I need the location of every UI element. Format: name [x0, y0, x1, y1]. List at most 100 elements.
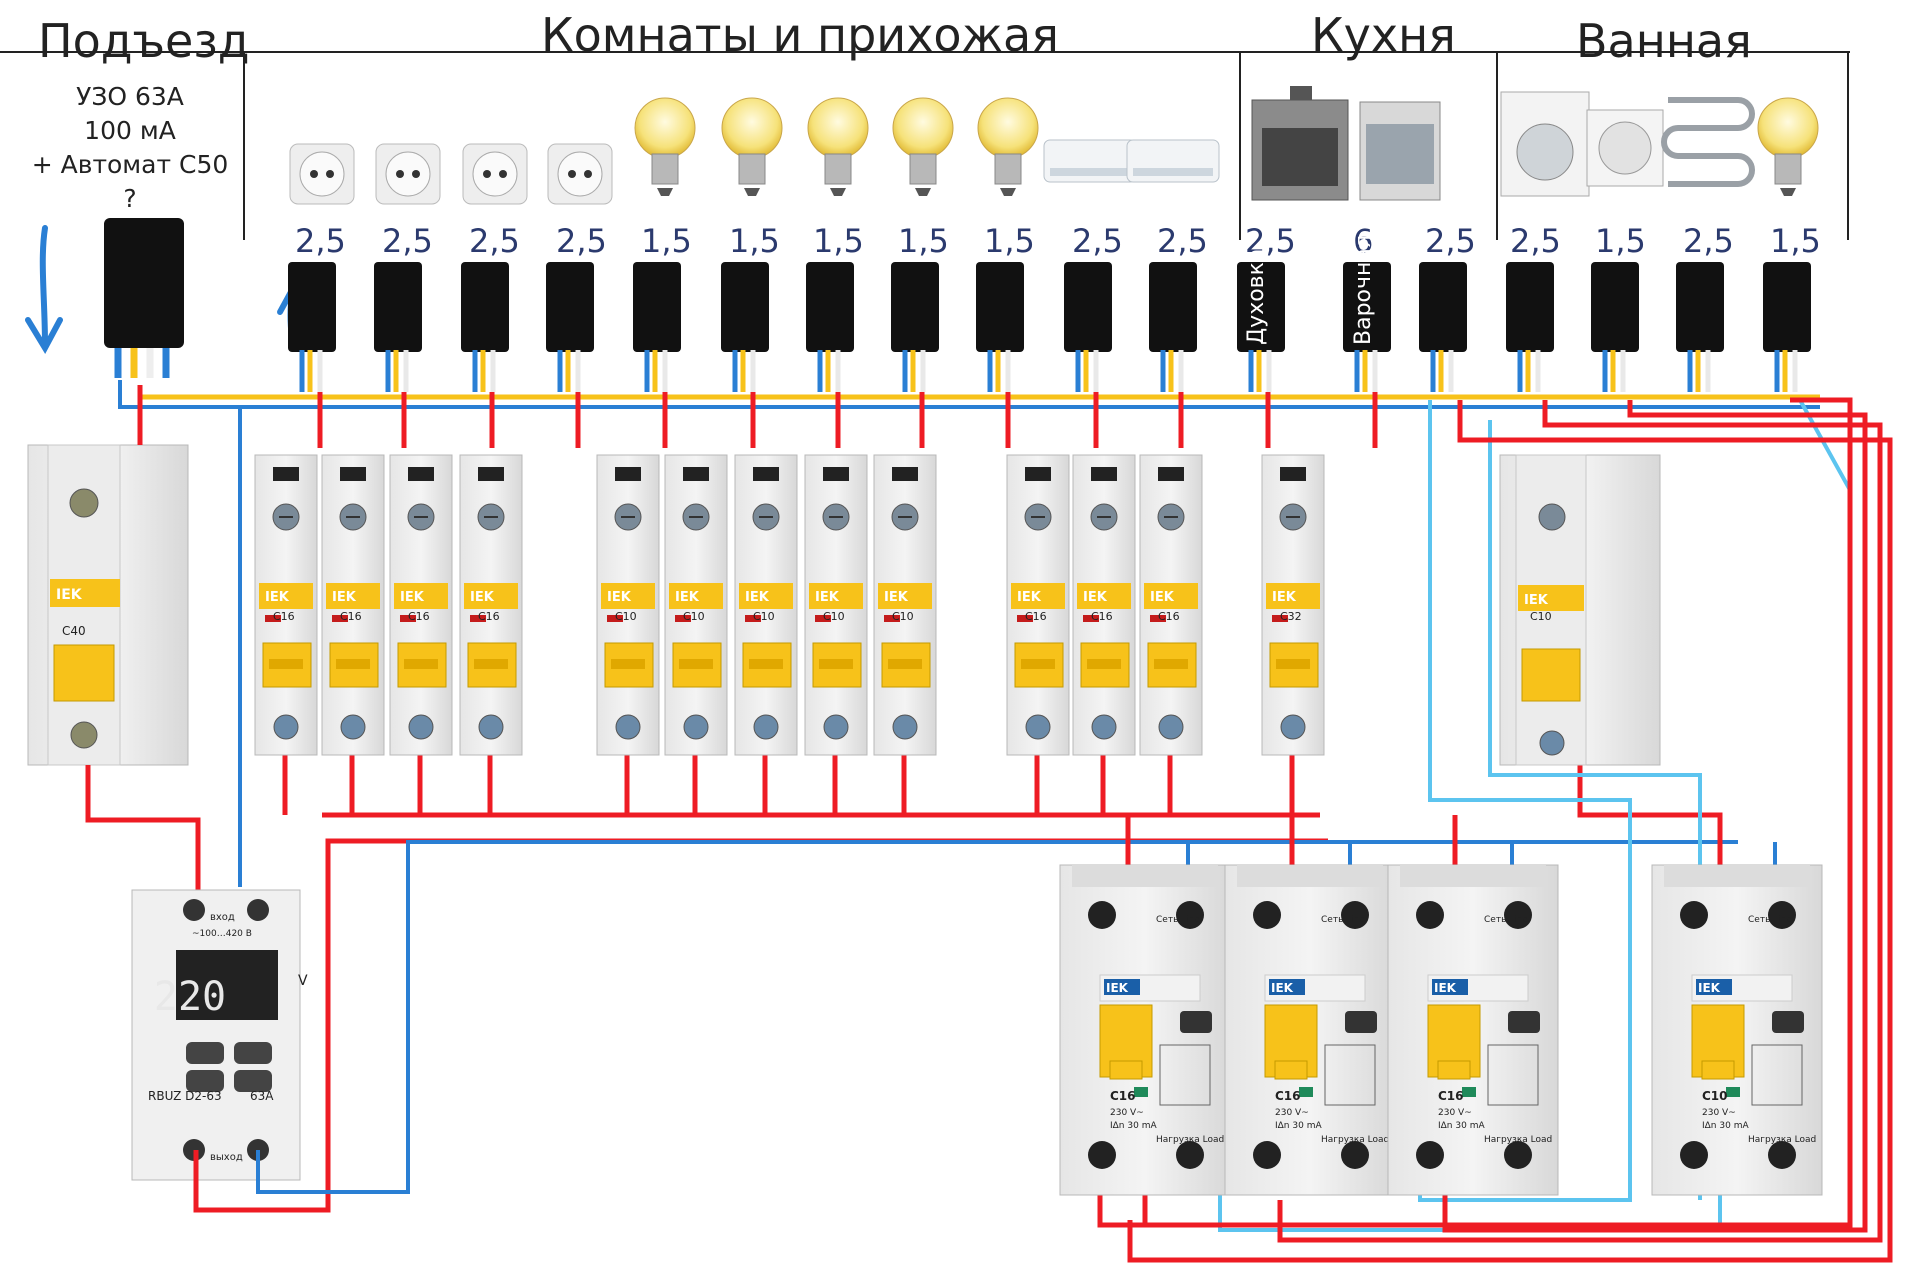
cable-stub: [461, 262, 509, 392]
breaker-rating: C10: [753, 610, 775, 623]
rcbo-voltage: 230 V~: [1438, 1108, 1472, 1118]
rcbo-line-label: Сеть Line: [1156, 915, 1200, 925]
rcbo-rating: C16: [1110, 1089, 1136, 1103]
bath-breaker: IEK: [1499, 454, 1661, 766]
cable-stub: [1343, 262, 1391, 392]
header-bathroom: Ванная: [1576, 14, 1752, 68]
circuit-breaker[interactable]: [1072, 454, 1136, 756]
cable-section-label: 2,5: [1072, 222, 1123, 260]
cable-stub: [721, 262, 769, 392]
input-note-line1: УЗО 63А: [76, 82, 184, 111]
rcbo-line-label: Сеть Line: [1321, 915, 1365, 925]
cable-stub: [1763, 262, 1811, 392]
rcbo-breaker[interactable]: [1651, 864, 1823, 1196]
cable-section-label: 2,5: [556, 222, 607, 260]
main-breaker: IEK C40: [27, 444, 189, 766]
rcbo-breaker[interactable]: [1387, 864, 1559, 1196]
cable-stub: [1237, 262, 1285, 392]
input-note: УЗО 63А 100 мА + Автомат С50 ?: [20, 80, 240, 216]
circuit-breaker[interactable]: [804, 454, 868, 756]
relay-output-label: выход: [210, 1152, 243, 1163]
fan-icon: [1586, 109, 1664, 187]
cable-section-label: 1,5: [898, 222, 949, 260]
cable-section-label: 1,5: [1595, 222, 1646, 260]
breaker-rating: C16: [273, 610, 295, 623]
rcbo-load-label: Нагрузка Load: [1156, 1135, 1224, 1145]
towel-warmer-icon: [1661, 97, 1755, 187]
rcbo-rating: C16: [1438, 1089, 1464, 1103]
dishwasher-icon: [1359, 101, 1441, 201]
circuit-breaker[interactable]: [1006, 454, 1070, 756]
socket-icon: [462, 143, 528, 205]
rcbo-leak: IΔn 30 mA: [1702, 1121, 1749, 1131]
rcbo-breaker[interactable]: [1059, 864, 1231, 1196]
rcbo-leak: IΔn 30 mA: [1438, 1121, 1485, 1131]
cable-stub: [1676, 262, 1724, 392]
bulb-icon: [634, 97, 696, 196]
circuit-breaker[interactable]: [664, 454, 728, 756]
rcbo-rating: C16: [1275, 1089, 1301, 1103]
cable-section-label: 2,5: [1510, 222, 1561, 260]
cable-stub: [1064, 262, 1112, 392]
breaker-rating: C10: [823, 610, 845, 623]
cable-stub: [1506, 262, 1554, 392]
relay-model: RBUZ D2-63: [148, 1089, 222, 1103]
cable-section-label: 1,5: [984, 222, 1035, 260]
circuit-breaker[interactable]: [254, 454, 318, 756]
cable-stub: [374, 262, 422, 392]
cable-stub: [976, 262, 1024, 392]
socket-icon: [289, 143, 355, 205]
breaker-rating: C16: [1158, 610, 1180, 623]
breaker-rating: C16: [340, 610, 362, 623]
cable-section-label: 6: [1353, 222, 1374, 260]
cable-stub: [288, 262, 336, 392]
cable-section-label: 1,5: [729, 222, 780, 260]
voltage-relay: [131, 889, 301, 1181]
rcbo-voltage: 230 V~: [1275, 1108, 1309, 1118]
cable-stub: [546, 262, 594, 392]
input-note-question: ?: [123, 184, 137, 213]
cable-section-label: 2,5: [1683, 222, 1734, 260]
rcbo-load-label: Нагрузка Load: [1321, 1135, 1389, 1145]
incoming-arrow-icon: [25, 225, 63, 355]
cable-label-oven: Духовка: [1244, 248, 1269, 345]
rcbo-voltage: 230 V~: [1110, 1108, 1144, 1118]
svg-text:IEK: IEK: [56, 587, 83, 603]
cable-section-label: 2,5: [469, 222, 520, 260]
breaker-rating: C10: [683, 610, 705, 623]
cable-stub: [1591, 262, 1639, 392]
cable-section-label: 2,5: [1425, 222, 1476, 260]
circuit-breaker[interactable]: [1139, 454, 1203, 756]
rcbo-line-label: Сеть Line: [1484, 915, 1528, 925]
cable-stub: [891, 262, 939, 392]
oven-icon: [1251, 86, 1349, 201]
circuit-breaker[interactable]: [596, 454, 660, 756]
breaker-rating: C10: [892, 610, 914, 623]
rcbo-leak: IΔn 30 mA: [1110, 1121, 1157, 1131]
input-note-line2: 100 мА: [84, 116, 176, 145]
bulb-icon: [1757, 97, 1819, 196]
cable-section-label: 1,5: [813, 222, 864, 260]
cable-section-label: 2,5: [1157, 222, 1208, 260]
relay-current: 63A: [250, 1089, 274, 1103]
circuit-breaker[interactable]: [389, 454, 453, 756]
cable-section-label: 1,5: [1770, 222, 1821, 260]
rcbo-rating: C10: [1702, 1089, 1728, 1103]
circuit-breaker[interactable]: [321, 454, 385, 756]
bath-breaker-rating: C10: [1530, 610, 1552, 623]
circuit-breaker[interactable]: [1261, 454, 1325, 756]
air-conditioner-icon: [1126, 139, 1220, 183]
rcbo-load-label: Нагрузка Load: [1748, 1135, 1816, 1145]
rcbo-breaker[interactable]: [1224, 864, 1396, 1196]
input-note-line3: + Автомат С50: [31, 150, 229, 179]
cable-section-label: 2,5: [295, 222, 346, 260]
cable-stub: [1419, 262, 1467, 392]
bulb-icon: [721, 97, 783, 196]
relay-unit: V: [298, 973, 308, 989]
breaker-rating: C16: [1025, 610, 1047, 623]
circuit-breaker[interactable]: [873, 454, 937, 756]
circuit-breaker[interactable]: [459, 454, 523, 756]
circuit-breaker[interactable]: [734, 454, 798, 756]
bulb-icon: [807, 97, 869, 196]
